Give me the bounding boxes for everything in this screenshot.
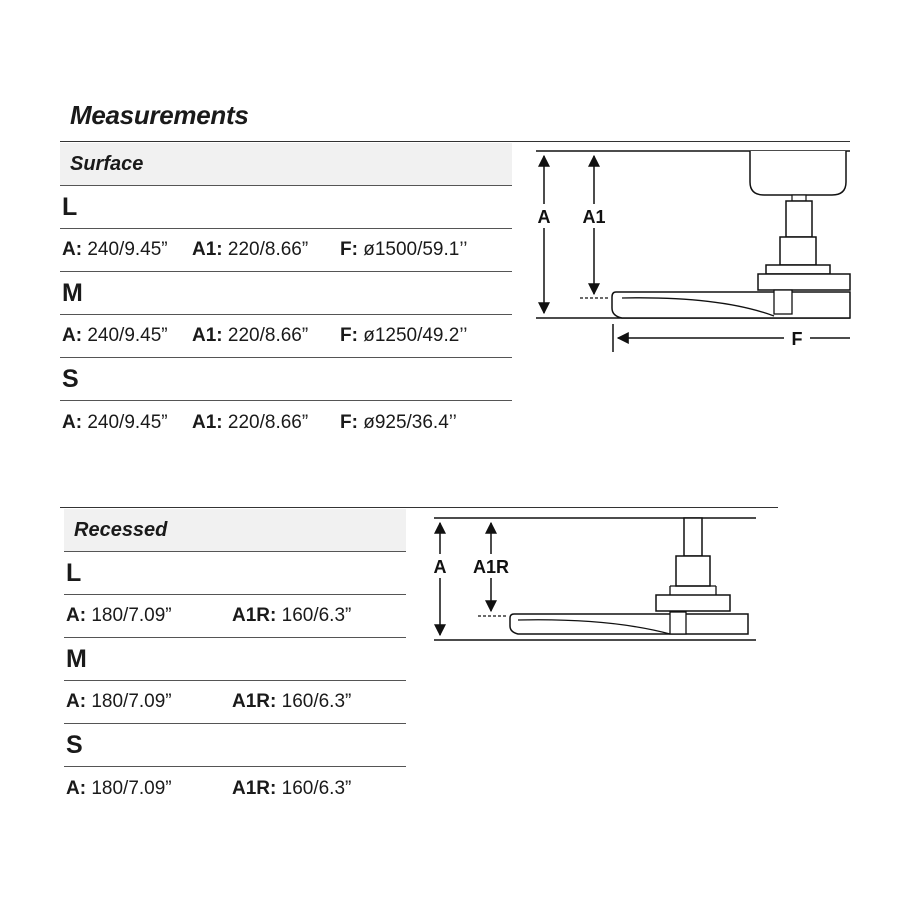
spec-a1: A1: 220/8.66” xyxy=(192,325,309,346)
spec-a: A: 180/7.09” xyxy=(66,605,172,626)
size-label: S xyxy=(62,364,79,393)
spec-a1: A1: 220/8.66” xyxy=(192,411,309,433)
surface-top-rule xyxy=(60,141,850,142)
dimension-a1-label: A1 xyxy=(582,207,605,227)
recessed-spec-row: A: 180/7.09” A1R: 160/6.3” xyxy=(64,595,406,638)
recessed-spec-row: A: 180/7.09” A1R: 160/6.3” xyxy=(64,681,406,724)
surface-fan-diagram: A A1 F xyxy=(534,150,851,352)
spec-f: F: ø1500/59.1’’ xyxy=(340,239,468,260)
size-label: M xyxy=(62,278,83,307)
recessed-size-row: L xyxy=(64,552,406,595)
spec-a1r: A1R: 160/6.3” xyxy=(232,777,352,799)
dimension-a-label: A xyxy=(434,557,447,577)
recessed-section-header: Recessed xyxy=(64,509,406,551)
page-title: Measurements xyxy=(70,100,249,130)
size-label: M xyxy=(66,644,87,673)
surface-size-row: L xyxy=(60,186,512,229)
recessed-fan-diagram: A A1R xyxy=(430,517,756,641)
surface-size-row: S xyxy=(60,358,512,401)
spec-a: A: 240/9.45” xyxy=(62,411,168,433)
spec-a1r: A1R: 160/6.3” xyxy=(232,691,352,712)
surface-spec-row: A: 240/9.45” A1: 220/8.66” F: ø1250/49.2… xyxy=(60,315,512,358)
spec-f: F: ø1250/49.2’’ xyxy=(340,325,468,346)
recessed-spec-row: A: 180/7.09” A1R: 160/6.3” xyxy=(64,767,406,810)
size-label: L xyxy=(66,558,82,587)
spec-f: F: ø925/36.4’’ xyxy=(340,411,457,433)
recessed-top-rule xyxy=(60,507,778,508)
surface-spec-row: A: 240/9.45” A1: 220/8.66” F: ø1500/59.1… xyxy=(60,229,512,272)
spec-a: A: 180/7.09” xyxy=(66,777,172,799)
spec-a: A: 240/9.45” xyxy=(62,239,168,260)
spec-a: A: 180/7.09” xyxy=(66,691,172,712)
recessed-size-row: M xyxy=(64,638,406,681)
surface-spec-row: A: 240/9.45” A1: 220/8.66” F: ø925/36.4’… xyxy=(60,401,512,444)
dimension-f-label: F xyxy=(792,329,803,349)
spec-a1: A1: 220/8.66” xyxy=(192,239,309,260)
dimension-a1r-label: A1R xyxy=(473,557,509,577)
surface-spec-table: L A: 240/9.45” A1: 220/8.66” F: ø1500/59… xyxy=(60,185,512,444)
spec-a: A: 240/9.45” xyxy=(62,325,168,346)
surface-section-header: Surface xyxy=(60,143,512,185)
recessed-size-row: S xyxy=(64,724,406,767)
size-label: S xyxy=(66,730,83,759)
surface-size-row: M xyxy=(60,272,512,315)
dimension-a-label: A xyxy=(538,207,551,227)
size-label: L xyxy=(62,192,78,221)
recessed-spec-table: L A: 180/7.09” A1R: 160/6.3” M A: 180/7.… xyxy=(64,551,406,810)
spec-a1r: A1R: 160/6.3” xyxy=(232,605,352,626)
